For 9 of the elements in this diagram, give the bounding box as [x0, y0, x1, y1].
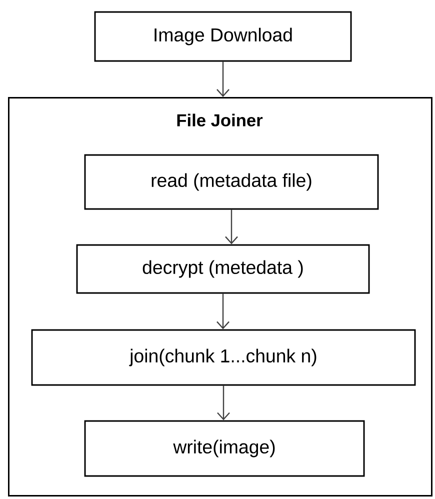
arrow	[217, 386, 230, 420]
process-box: decrypt (metedata )	[76, 244, 370, 294]
process-box: write(image)	[84, 420, 365, 477]
arrow	[216, 62, 230, 97]
process-box: join(chunk 1...chunk n)	[31, 329, 416, 386]
arrow	[225, 210, 238, 244]
process-box: read (metadata file)	[84, 154, 379, 210]
arrow	[216, 294, 230, 330]
process-box: Image Download	[94, 11, 352, 62]
